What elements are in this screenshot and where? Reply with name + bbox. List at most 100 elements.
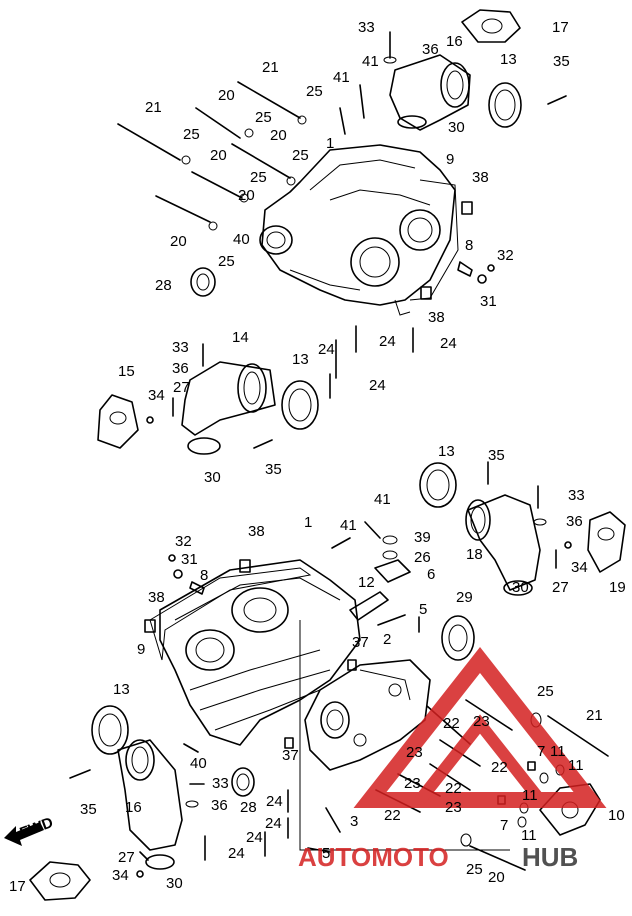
upper-cylinder-head [259, 144, 456, 316]
lower-bolt-3 [325, 807, 341, 833]
fwd-arrow: FWD [4, 814, 56, 846]
upper-sensor-41a [359, 84, 365, 119]
lower-oring-39 [382, 535, 398, 545]
part-number-label: 9 [446, 151, 454, 168]
part-number-label: 34 [112, 867, 129, 884]
upper-pin-8 [457, 261, 473, 277]
part-number-label: 41 [333, 69, 350, 86]
lower-dowel-37a [347, 659, 357, 671]
lower-plate-6 [374, 559, 411, 583]
part-number-label: 1 [304, 514, 312, 531]
lower-seal-29 [441, 615, 475, 661]
part-number-label: 30 [166, 875, 183, 892]
part-number-label: 16 [446, 33, 463, 50]
part-number-label: 7 [500, 817, 508, 834]
part-number-label: 27 [118, 849, 135, 866]
part-number-label: 41 [362, 53, 379, 70]
part-number-label: 23 [404, 775, 421, 792]
part-number-label: 37 [352, 634, 369, 651]
part-number-label: 24 [379, 333, 396, 350]
upper-dowel-38a [461, 201, 473, 215]
part-number-label: 41 [340, 517, 357, 534]
fwd-label: FWD [18, 814, 56, 842]
lower-nut-32 [168, 554, 176, 562]
part-number-label: 34 [571, 559, 588, 576]
part-number-label: 34 [148, 387, 165, 404]
part-number-label: 21 [145, 99, 162, 116]
lower-oil-seal-28 [231, 767, 255, 797]
part-number-label: 17 [552, 19, 569, 36]
part-number-label: 25 [292, 147, 309, 164]
part-number-label: 22 [384, 807, 401, 824]
upper-bolts [117, 81, 307, 231]
lower-oring-11d [517, 816, 527, 828]
part-number-label: 21 [262, 59, 279, 76]
upper-intake-16 [389, 54, 471, 131]
upper-bolt-35 [547, 95, 567, 105]
part-number-label: 24 [369, 377, 386, 394]
lower-pin-2 [377, 614, 406, 626]
part-number-label: 36 [566, 513, 583, 530]
part-number-label: 36 [211, 797, 228, 814]
lower-washer-25 [460, 833, 472, 847]
lower-clamp-13-left [91, 705, 129, 755]
part-number-label: 25 [250, 169, 267, 186]
lower-cover-19 [587, 511, 626, 573]
part-number-label: 38 [248, 523, 265, 540]
part-number-label: 32 [497, 247, 514, 264]
part-number-label: 20 [238, 187, 255, 204]
lower-dowel-37b [284, 737, 294, 749]
part-number-label: 30 [512, 579, 529, 596]
upper-washer-31 [477, 274, 487, 284]
part-number-label: 30 [204, 469, 221, 486]
upper-nut-32 [487, 264, 495, 272]
lower-washer-36-left [185, 800, 199, 808]
part-number-label: 2 [383, 631, 391, 648]
mid-clamp-13 [281, 380, 319, 430]
lower-pin-8 [189, 581, 205, 595]
part-number-label: 25 [306, 83, 323, 100]
part-number-label: 25 [183, 126, 200, 143]
automotohub-watermark: AUTOMOTO HUB [298, 647, 607, 872]
part-number-label: 24 [265, 815, 282, 832]
part-number-label: 29 [456, 589, 473, 606]
part-number-label: 22 [491, 759, 508, 776]
lower-bolt-35-left [69, 769, 91, 779]
part-number-label: 7 [537, 743, 545, 760]
part-number-label: 36 [172, 360, 189, 377]
part-number-label: 1 [326, 135, 334, 152]
part-number-label: 21 [586, 707, 603, 724]
lower-oring-11b [539, 772, 549, 784]
part-number-label: 24 [266, 793, 283, 810]
part-number-label: 40 [190, 755, 207, 772]
lower-stud-27-left [139, 851, 149, 861]
part-number-label: 20 [170, 233, 187, 250]
part-number-label: 38 [472, 169, 489, 186]
mid-intake-14 [181, 361, 276, 436]
part-number-label: 33 [358, 19, 375, 36]
part-number-label: 25 [255, 109, 272, 126]
lower-intake-16-left [117, 739, 183, 851]
part-number-label: 31 [480, 293, 497, 310]
lower-clamp-13-right [419, 462, 457, 508]
part-number-label: 20 [488, 869, 505, 886]
part-number-label: 19 [609, 579, 626, 596]
part-number-label: 5 [419, 601, 427, 618]
mid-nut-34 [146, 416, 154, 424]
part-number-label: 10 [608, 807, 625, 824]
upper-cover-17 [461, 9, 521, 43]
upper-oring-30 [397, 115, 427, 129]
lower-cover-17-left [29, 861, 91, 901]
part-number-label: 25 [537, 683, 554, 700]
part-number-label: 13 [292, 351, 309, 368]
part-number-label: 16 [125, 799, 142, 816]
part-number-label: 32 [175, 533, 192, 550]
lower-intake-18 [465, 494, 541, 591]
mid-oring-30 [187, 437, 221, 455]
part-number-label: 37 [282, 747, 299, 764]
lower-dowel-7a [527, 761, 536, 771]
part-number-label: 31 [181, 551, 198, 568]
lower-bracket-frame [299, 620, 510, 851]
part-number-label: 33 [212, 775, 229, 792]
part-number-label: 23 [473, 713, 490, 730]
